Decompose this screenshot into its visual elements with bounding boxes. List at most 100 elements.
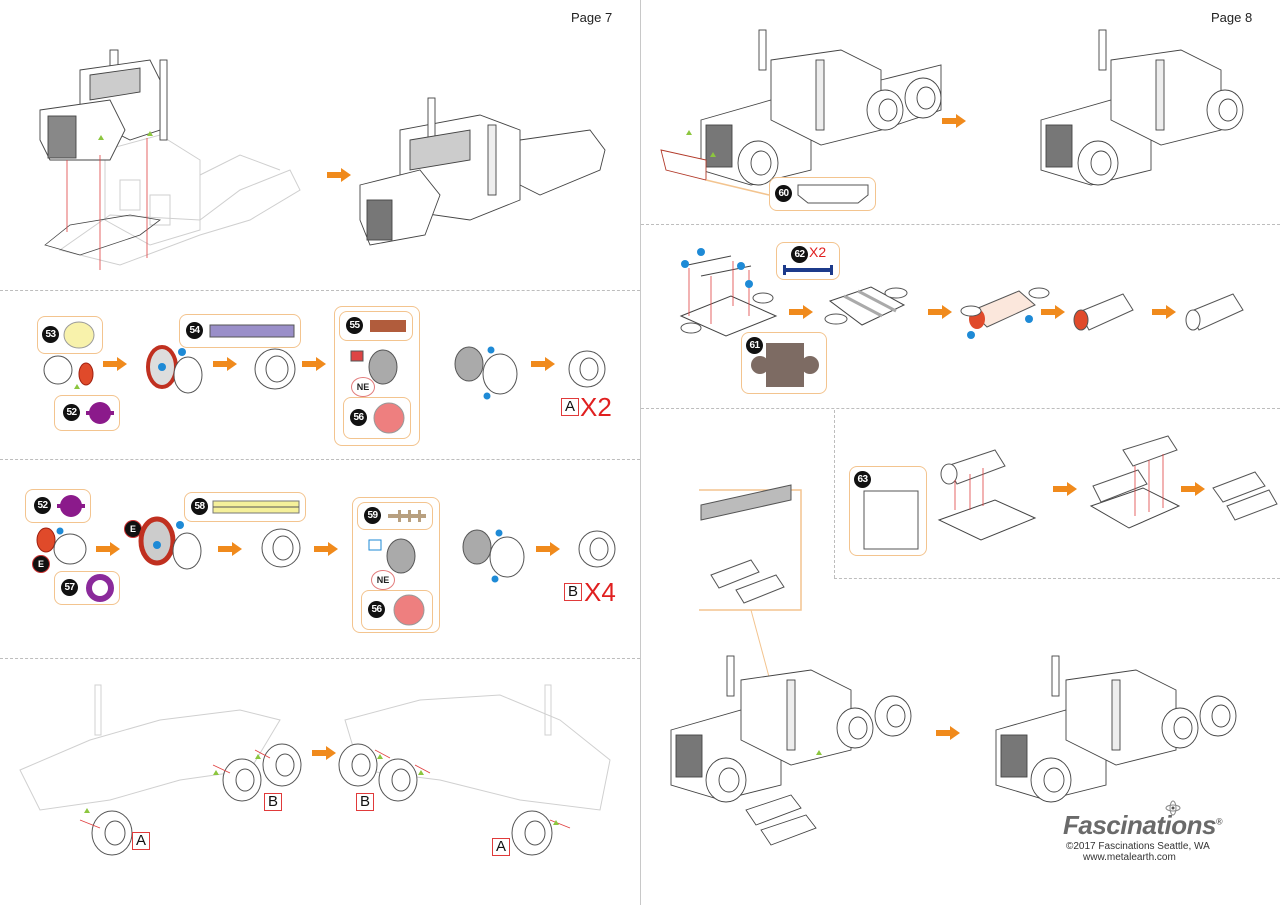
tire-illustration <box>254 348 296 390</box>
part-callout-52: 52 <box>54 395 120 431</box>
step-tank-platform: 63 <box>835 410 1280 578</box>
hub-tire-illustration <box>454 346 518 400</box>
cab-mount-illustration <box>39 49 606 270</box>
arrow-right-icon <box>103 357 127 371</box>
platform-second-tank-illustration <box>1089 435 1181 529</box>
part-callout-56: 56 <box>361 590 433 630</box>
ne-marker: NE <box>351 377 375 397</box>
arrow-right-icon <box>936 726 960 740</box>
tank-plate-illustration <box>824 286 908 326</box>
page-7: Page 7 <box>0 0 640 905</box>
arrow-right-icon <box>213 357 237 371</box>
part-61-icon <box>751 343 819 387</box>
part-number-badge: 52 <box>34 497 51 514</box>
tire-band-illustration <box>146 345 203 394</box>
part-58-icon <box>212 500 300 514</box>
ring-assembly-illustration <box>43 355 94 389</box>
part-callout-54: 54 <box>179 314 301 348</box>
part-callout-62: 62 X2 <box>776 242 840 280</box>
part-callout-57: 57 <box>54 571 120 605</box>
tire-illustration <box>261 528 301 568</box>
part-number-badge: 57 <box>61 579 78 596</box>
part-number-badge: 56 <box>350 409 367 426</box>
step-wheel-b: 52 E 57 E 58 <box>0 461 640 656</box>
part-number-badge: 59 <box>364 507 381 524</box>
part-52-icon <box>86 402 114 424</box>
part-56-icon <box>393 594 425 626</box>
copyright-text: ©2017 Fascinations Seattle, WA <box>1066 841 1210 852</box>
section-divider <box>0 290 640 291</box>
wheel-install-illustration <box>19 684 611 856</box>
part-number-badge: 63 <box>854 471 871 488</box>
part-callout-53: 53 <box>37 316 103 354</box>
arrow-right-icon <box>942 114 966 128</box>
section-divider <box>834 578 1280 579</box>
part-number-badge: 54 <box>186 322 203 339</box>
part-57-icon <box>86 574 114 602</box>
part-number-badge: 52 <box>63 404 80 421</box>
wheel-b-result-illustration <box>578 530 616 568</box>
wheel-tag-b: B <box>564 583 582 601</box>
arrow-right-icon <box>1181 482 1205 496</box>
hub-illustration <box>368 538 416 574</box>
hub-assembly-callout: 55 NE 56 <box>334 306 420 446</box>
part-52-icon <box>57 495 85 517</box>
section-divider <box>0 658 640 659</box>
arrow-right-icon <box>96 542 120 556</box>
part-number-badge: 60 <box>775 185 792 202</box>
wheel-a-result-illustration <box>568 350 606 388</box>
arrow-right-icon <box>314 542 338 556</box>
arrow-right-icon <box>928 305 952 319</box>
arrow-right-icon <box>218 542 242 556</box>
arrow-right-icon <box>1053 482 1077 496</box>
part-53-icon <box>63 321 95 349</box>
ne-marker: NE <box>371 570 395 590</box>
part-callout-63: 63 <box>849 466 927 556</box>
step-wheel-install: A B B A <box>0 660 640 905</box>
part-59-icon <box>388 510 426 522</box>
website-link[interactable]: www.metalearth.com <box>1083 852 1176 863</box>
page-8: Page 8 <box>641 0 1280 905</box>
part-number-badge: 56 <box>368 601 385 618</box>
tank-closing-illustration <box>1073 293 1134 331</box>
step-tank-install <box>641 410 1280 905</box>
part-callout-52: 52 <box>25 489 91 523</box>
part-55-icon <box>370 320 406 332</box>
section-divider <box>641 224 1280 225</box>
part-number-badge: 53 <box>42 326 59 343</box>
atom-icon <box>1165 800 1181 816</box>
section-divider <box>834 410 835 578</box>
part-number-badge: 58 <box>191 498 208 515</box>
part-callout-58: 58 <box>184 492 306 522</box>
wheel-tag-b: B <box>356 793 374 811</box>
hub-tire-illustration <box>462 529 525 583</box>
quantity-label: X2 <box>809 244 827 260</box>
page-divider <box>640 0 641 905</box>
tank-bracket-illustration <box>679 248 778 337</box>
quantity-label: X2 <box>580 392 612 422</box>
page-number: Page 7 <box>571 10 613 25</box>
brand-logo: Fascinations® <box>1063 810 1223 840</box>
part-60-icon <box>797 184 869 204</box>
step-fuel-tank: 62 X2 61 <box>641 226 1280 406</box>
ring-assembly-illustration <box>36 527 87 565</box>
quantity-label: X4 <box>584 577 616 607</box>
arrow-right-icon <box>1041 305 1065 319</box>
arrow-right-icon <box>302 357 326 371</box>
fuel-tank-result-illustration <box>1185 293 1244 331</box>
part-callout-59: 59 <box>357 502 433 530</box>
tank-platform-result-illustration <box>1212 471 1278 521</box>
step-cab-mount <box>0 20 640 288</box>
part-62-icon <box>783 265 833 275</box>
arrow-right-icon <box>536 542 560 556</box>
bumper-illustration <box>660 29 1244 196</box>
part-54-icon <box>209 324 295 338</box>
arrow-right-icon <box>327 168 351 182</box>
hub-illustration <box>350 349 398 385</box>
wheel-tag-a: A <box>132 832 150 850</box>
tire-band-illustration <box>138 516 202 570</box>
wheel-tag-a: A <box>492 838 510 856</box>
arrow-right-icon <box>789 305 813 319</box>
arrow-right-icon <box>1152 305 1176 319</box>
e-marker: E <box>32 555 50 573</box>
